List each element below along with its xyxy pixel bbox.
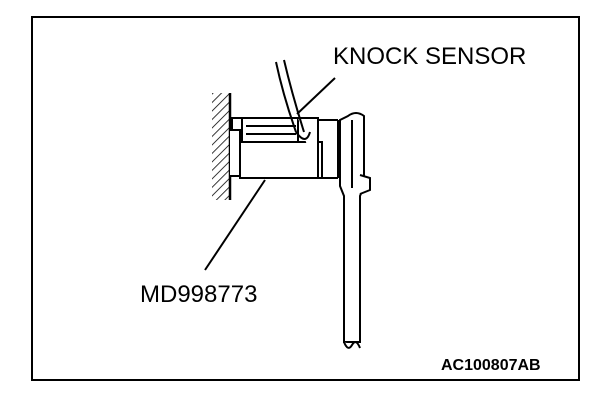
- ratchet-handle: [339, 112, 371, 349]
- figure-frame: [31, 16, 580, 381]
- knock-sensor-body: [231, 117, 299, 143]
- tool-leader: [204, 179, 266, 271]
- knock-sensor-label: KNOCK SENSOR: [333, 43, 527, 70]
- socket-tool-md998773: [230, 117, 339, 179]
- engine-block-wall: [212, 93, 232, 200]
- tool-part-number-label: MD998773: [140, 281, 258, 308]
- sensor-cable: [275, 59, 311, 140]
- figure-code-label: AC100807AB: [441, 357, 541, 374]
- knock-sensor-leader: [296, 77, 336, 115]
